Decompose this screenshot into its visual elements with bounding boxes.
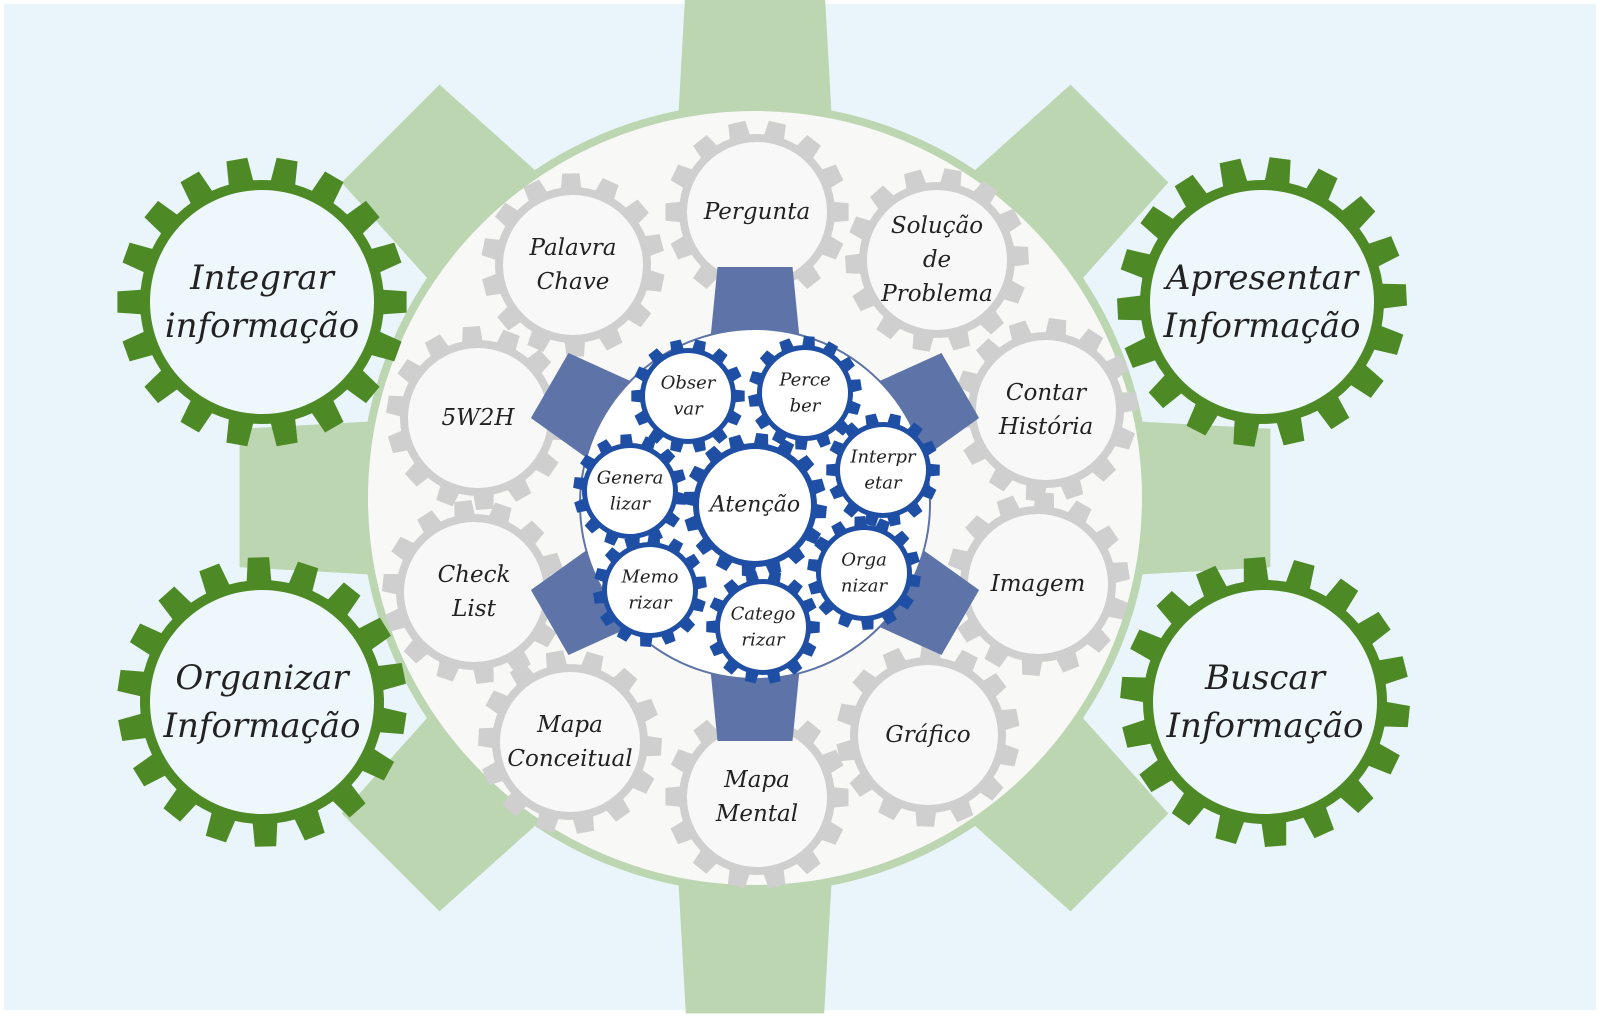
gear-label-line: Genera (597, 468, 664, 489)
skill-gear-organizar: Orga nizar (807, 516, 921, 630)
tool-gear-imagem: Imagem (946, 492, 1130, 676)
gear-label-line: nizar (841, 576, 889, 597)
center-gear-atencao: Atenção (683, 433, 827, 577)
gear-label-line: ber (790, 396, 822, 417)
gear-label-line: Orga (841, 550, 887, 571)
gear-label-line: Integrar (189, 258, 335, 298)
gear-label-line: Informação (1166, 706, 1364, 746)
gear-label-line: etar (864, 473, 903, 494)
gear-label-line: Mapa (723, 767, 790, 793)
gear-label-line: Contar (1006, 380, 1088, 406)
gear-label-line: Check (438, 562, 511, 588)
gear-hub (503, 195, 643, 335)
skill-gear-generalizar: Genera lizar (573, 434, 687, 548)
gear-hub (404, 522, 544, 662)
gear-label-line: Problema (880, 281, 993, 307)
gear-label-line: Imagem (990, 571, 1086, 597)
gear-hub (150, 590, 374, 814)
gear-hub (500, 672, 640, 812)
gear-label-line: Catego (731, 604, 796, 625)
gear-label-line: rizar (741, 630, 786, 651)
gear-label-line: Chave (537, 269, 610, 295)
gear-label-line: informação (165, 306, 359, 346)
gear-label-line: Obser (661, 373, 717, 394)
gear-label-line: Informação (1163, 306, 1361, 346)
gear-label-line: Conceitual (507, 746, 632, 772)
gear-hub (408, 348, 548, 488)
gear-hub (762, 350, 848, 436)
gear-label-line: de (923, 247, 951, 273)
gear-hub (687, 142, 827, 282)
gear-label-line: Apresentar (1163, 258, 1360, 298)
gear-hub (645, 353, 731, 439)
gear-hub (720, 584, 806, 670)
skill-gear-interpretar: Interpr etar (826, 413, 940, 527)
gear-label-line: Gráfico (885, 722, 970, 748)
center-gear-label: Atenção (708, 493, 800, 518)
gear-label-line: Organizar (175, 658, 350, 698)
gear-label-line: Mapa (536, 712, 603, 738)
gear-label-line: lizar (610, 494, 652, 515)
gear-label-line: Interpr (849, 447, 917, 468)
gear-hub (1153, 590, 1377, 814)
tool-gear-5w2h: 5W2H (386, 326, 570, 510)
gear-label-line: Palavra (529, 235, 617, 261)
gear-hub (858, 665, 998, 805)
gear-hub (687, 727, 827, 867)
gear-hub (699, 449, 811, 561)
outer-gear-integrar: Integrar informação (117, 157, 407, 447)
gear-label-line: Perce (778, 370, 830, 391)
gear-hub (821, 530, 907, 616)
gear-label-line: var (673, 399, 704, 420)
tool-gear-grafico: Gráfico (836, 643, 1020, 827)
gear-label-line: rizar (628, 593, 673, 614)
gear-label-line: Informação (163, 706, 361, 746)
gear-label-line: Buscar (1204, 658, 1327, 698)
gear-hub (976, 340, 1116, 480)
gear-label-line: 5W2H (442, 405, 516, 431)
gear-label-line: Solução (891, 213, 983, 239)
gear-hub (607, 547, 693, 633)
skill-gear-perceber: Perce ber (748, 336, 862, 450)
gear-hub (1150, 190, 1374, 414)
skill-gear-memorizar: Memo rizar (593, 533, 707, 647)
gear-hub (840, 427, 926, 513)
gear-label-line: História (998, 414, 1093, 440)
gear-label-line: Pergunta (703, 199, 810, 225)
gear-hub (867, 190, 1007, 330)
gear-hub (968, 514, 1108, 654)
skill-gear-observar: Obser var (631, 339, 745, 453)
gear-label-line: Mental (715, 801, 798, 827)
gear-label-line: Memo (621, 567, 679, 588)
gear-hub (587, 448, 673, 534)
gear-label-line: List (451, 596, 496, 622)
skill-gear-categorizar: Catego rizar (706, 570, 820, 684)
gear-hub (150, 190, 374, 414)
tool-gear-pergunta: Pergunta (665, 120, 849, 304)
